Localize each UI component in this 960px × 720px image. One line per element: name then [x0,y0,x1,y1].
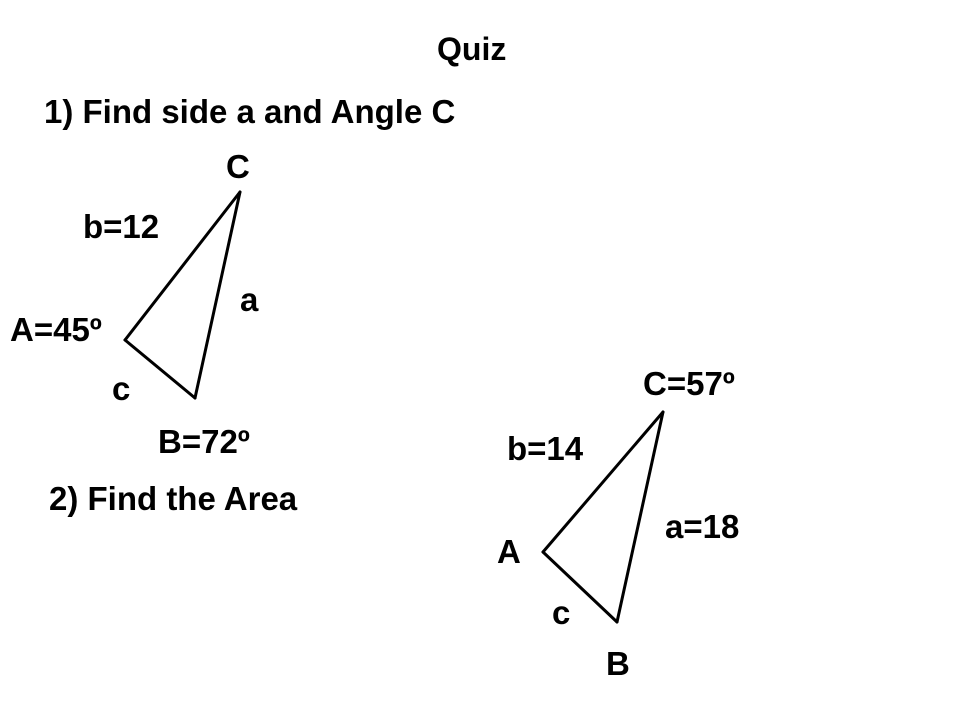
triangle-1-angle-b-label: B=72º [158,423,250,460]
triangle-2-side-a-label: a=18 [665,508,740,545]
triangle-1-side-a [193,190,242,400]
triangle-2-side-c [541,550,619,624]
triangle-1-vertex-c-label: C [226,148,250,185]
page-title: Quiz [437,31,507,67]
triangle-1-side-c [123,338,197,400]
triangle-1-side-b-label: b=12 [83,208,160,245]
triangle-1-side-b [123,190,242,342]
triangle-2-side-b-label: b=14 [507,430,584,467]
triangle-1 [123,190,242,400]
triangle-1-side-c-label: c [112,370,131,407]
triangle-2-side-b [541,410,665,554]
triangle-2-angle-c-label: C=57º [643,365,735,402]
question-1-prompt: 1) Find side a and Angle C [44,93,456,130]
triangle-2-side-a [615,410,665,624]
triangle-1-side-a-label: a [240,281,259,318]
triangle-1-angle-a-label: A=45º [10,311,102,348]
triangle-2 [541,410,665,624]
triangle-2-vertex-a-label: A [497,533,521,570]
triangle-2-side-c-label: c [552,594,571,631]
triangle-2-vertex-b-label: B [606,645,630,682]
question-2-prompt: 2) Find the Area [49,480,298,517]
